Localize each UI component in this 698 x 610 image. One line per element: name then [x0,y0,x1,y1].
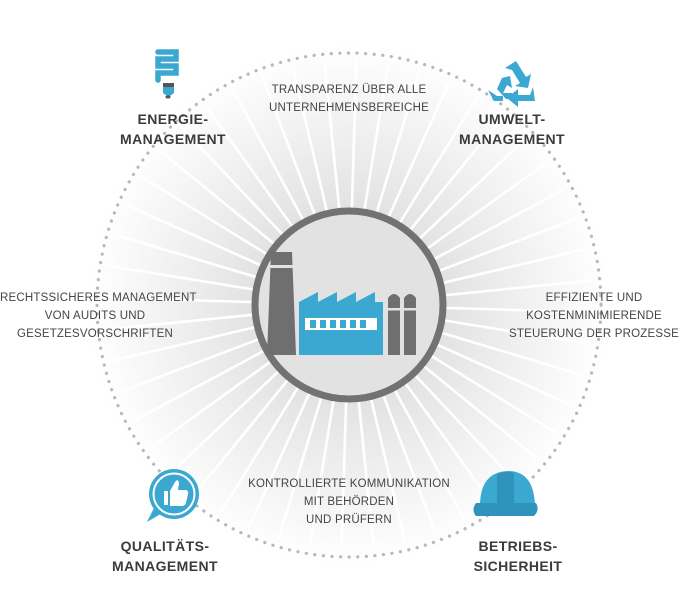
ray [308,399,335,548]
text-line: GESETZESVORSCHRIFTEN [16,328,174,340]
ray [125,203,262,267]
ray [291,66,329,212]
text-line: EFFIZIENTE UND [545,292,643,304]
ray [350,60,358,210]
ray [105,313,254,331]
ray [357,400,375,549]
ray [180,125,285,237]
ray [149,360,272,450]
ray [132,349,266,423]
text-kontrollierte-kommunikation: KONTROLLIERTE KOMMUNIKATION MIT BEHÖRDEN… [239,475,459,529]
thumbs-up-icon [147,469,199,522]
recycle-icon [488,61,535,107]
text-transparenz: TRANSPARENZ ÜBER ALLE UNTERNEHMENSBEREIC… [249,81,449,117]
text-line: UND PRÜFERN [306,514,392,526]
ray [408,114,505,232]
text-line: MIT BEHÖRDEN [303,496,395,508]
text-line: VON AUDITS UND [44,310,146,322]
ray [363,62,390,211]
ray [442,247,588,285]
ray [381,394,438,535]
label-qualitaetsmanagement: QUALITÄTS- MANAGEMENT [90,536,240,576]
ray [139,175,269,256]
ray [104,296,254,304]
label-line: SICHERHEIT [473,558,563,574]
label-line: MANAGEMENT [112,558,218,574]
ray [417,136,529,241]
text-rechtssicheres-management: RECHTSSICHERES MANAGEMENT VON AUDITS UND… [0,289,197,343]
ray [193,378,290,496]
ray [436,343,573,407]
label-line: ENERGIE- [137,111,209,127]
ray [277,396,323,541]
ray [247,392,311,529]
ray [404,382,494,505]
label-umweltmanagement: UMWELT- MANAGEMENT [437,109,587,149]
ray [444,279,593,297]
ray [426,160,549,250]
radiating-rays [104,60,594,550]
ray [393,388,467,522]
ray [106,264,255,291]
text-line: TRANSPARENZ ÜBER ALLE [271,84,427,96]
light-bulb-icon [155,49,179,99]
ray [323,61,341,210]
factory-icon [267,252,417,355]
ray [422,364,540,461]
label-line: UMWELT- [478,111,546,127]
ray [440,331,585,377]
ray [369,398,407,544]
ray [432,187,566,261]
hard-hat-icon [473,471,538,516]
ray [429,354,559,435]
ray [219,385,300,515]
ray [158,149,276,246]
ray [398,95,479,225]
text-line: RECHTSSICHERES MANAGEMENT [0,292,197,304]
dotted-outer-ring [95,51,603,559]
label-line: MANAGEMENT [120,131,226,147]
ray [444,306,594,314]
text-effiziente-steuerung: EFFIZIENTE UND KOSTENMINIMIERENDE STEUER… [504,289,684,343]
ray [119,337,260,394]
ray [169,369,281,474]
text-line: UNTERNEHMENSBEREICHE [269,102,429,114]
text-line: KONTROLLIERTE KOMMUNIKATION [248,478,450,490]
ray [438,216,579,273]
ray [413,373,518,485]
text-line: KOSTENMINIMIERENDE [526,310,662,322]
ray [387,81,451,218]
ray [340,400,348,550]
ray [113,233,258,279]
text-line: STEUERUNG DER PROZESSE [509,328,679,340]
ray [260,75,317,216]
label-betriebssicherheit: BETRIEBS- SICHERHEIT [443,536,593,576]
ray [375,69,421,214]
label-line: MANAGEMENT [459,131,565,147]
ray [204,105,294,228]
label-energiemanagement: ENERGIE- MANAGEMENT [98,109,248,149]
label-line: BETRIEBS- [478,538,558,554]
ray [443,319,592,346]
ray [231,88,305,222]
ray [110,325,256,363]
label-line: QUALITÄTS- [120,538,210,554]
